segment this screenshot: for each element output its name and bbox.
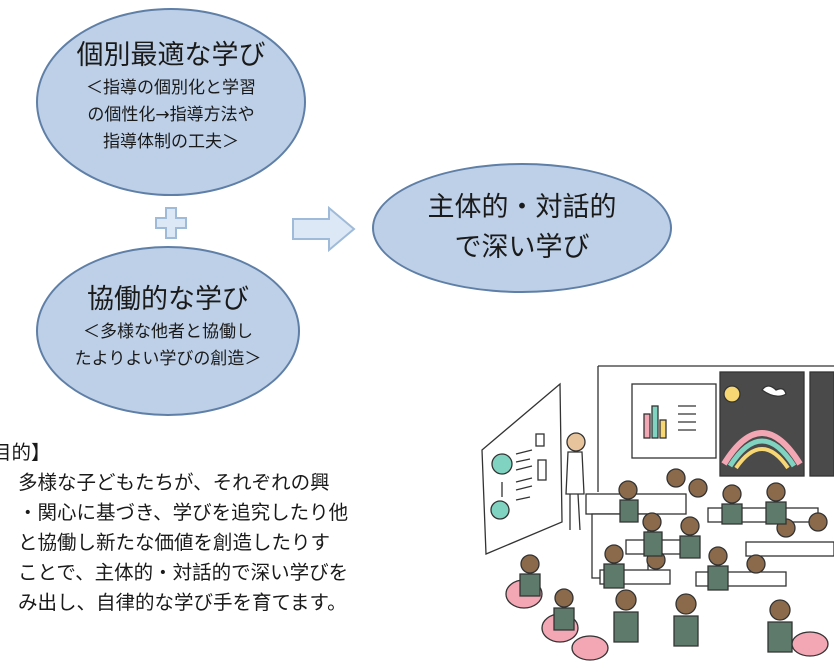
collaborative-learning-title: 協働的な学び — [87, 284, 249, 315]
purpose-body: 多様な子どもたちが、それぞれの興 ・関心に基づき、学びを追究したり他 と協働し新… — [18, 471, 349, 614]
individualized-learning-detail-line-1: ＜指導の個別化と学習 — [86, 77, 256, 98]
collaborative-learning-ellipse: 協働的な学び ＜多様な他者と協働し たよりよい学びの創造＞ — [36, 246, 300, 416]
collaborative-learning-detail-line-2: たよりよい学びの創造＞ — [74, 349, 262, 369]
classroom-illustration — [481, 365, 834, 661]
individualized-learning-ellipse: 個別最適な学び ＜指導の個別化と学習 の個性化→指導方法や 指導体制の工夫＞ — [36, 8, 306, 196]
purpose-section: 目的】 多様な子どもたちが、それぞれの興 ・関心に基づき、学びを追究したり他 と… — [0, 438, 432, 618]
purpose-heading: 目的】 — [0, 441, 51, 464]
individualized-learning-detail-line-3: 指導体制の工夫＞ — [103, 131, 239, 152]
individualized-learning-title: 個別最適な学び — [76, 39, 266, 71]
arrow-right-icon — [292, 206, 356, 252]
deep-learning-ellipse: 主体的・対話的 で深い学び — [372, 163, 672, 293]
individualized-learning-detail-line-2: の個性化→指導方法や — [87, 104, 255, 125]
deep-learning-line-2: で深い学び — [454, 232, 590, 263]
collaborative-learning-detail-line-1: ＜多様な他者と協働し — [83, 322, 253, 342]
plus-icon — [155, 207, 187, 239]
deep-learning-line-1: 主体的・対話的 — [427, 192, 617, 223]
